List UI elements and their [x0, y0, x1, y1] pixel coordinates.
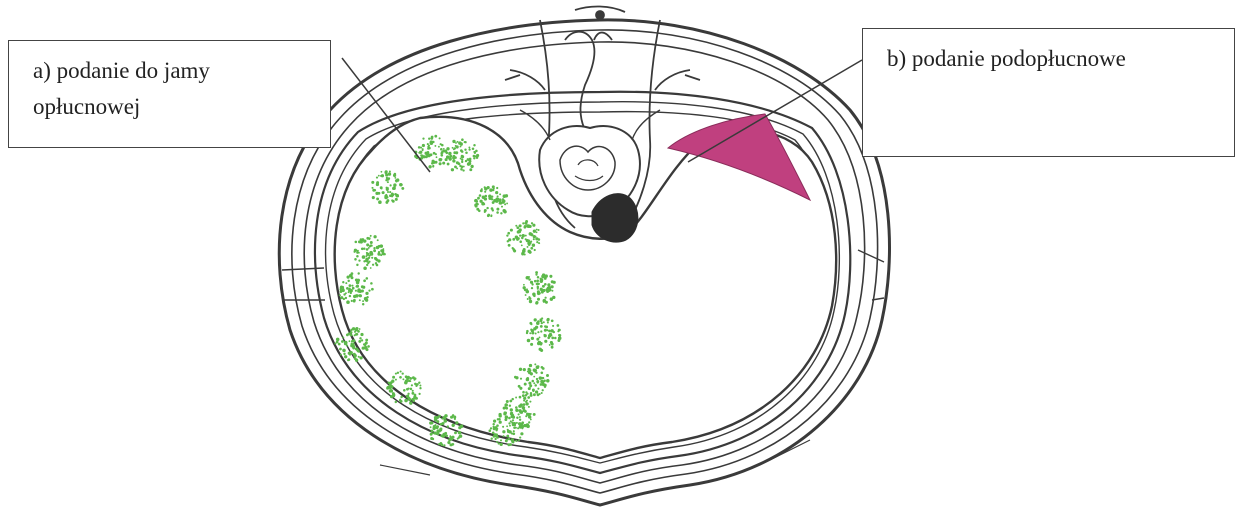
label-a-line1: a) podanie do jamy — [33, 53, 330, 89]
label-box-b: b) podanie podopłucnowe — [862, 28, 1235, 157]
label-b-line1: b) podanie podopłucnowe — [887, 41, 1234, 77]
label-a-line2: opłucnowej — [33, 89, 330, 125]
label-box-a: a) podanie do jamy opłucnowej — [8, 40, 331, 148]
